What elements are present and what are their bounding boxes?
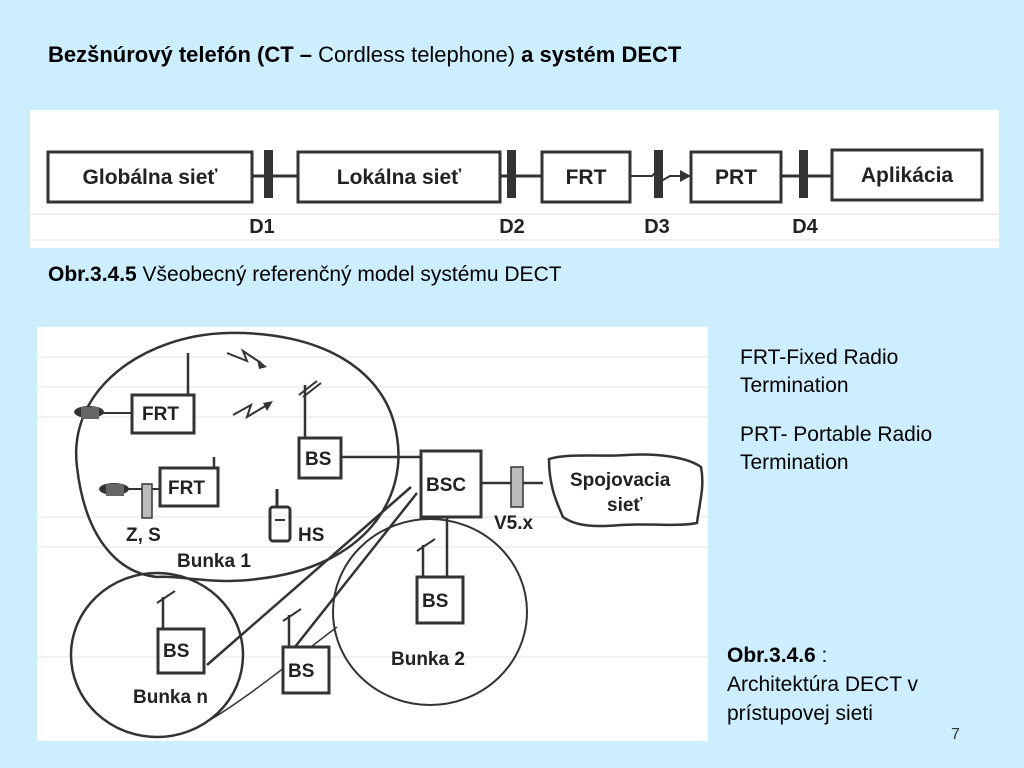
label-local-network: Lokálna sieť (337, 166, 462, 189)
cell-1-outline (74, 331, 400, 583)
architecture-figure: FRT FRT BS BSC Spojovacia sieť V5.x Z, S… (37, 327, 708, 741)
slide-title: Bezšnúrový telefón (CT – Cordless teleph… (48, 42, 681, 68)
label-bsc: BSC (426, 475, 466, 496)
label-application: Aplikácia (861, 164, 954, 187)
network-cloud (547, 453, 704, 528)
label-bunka1: Bunka 1 (177, 551, 251, 572)
legend-prt: PRT- Portable Radio Termination (740, 423, 933, 474)
label-bs-celln: BS (163, 641, 189, 662)
interface-bar-d1 (264, 150, 273, 198)
box-prt (689, 150, 783, 204)
label-bs-cell2: BS (422, 591, 448, 612)
label-d4: D4 (792, 216, 818, 238)
caption1-text: Všeobecný referenčný model systému DECT (136, 263, 562, 286)
label-bunka2: Bunka 2 (391, 649, 465, 670)
reference-model-figure: Globálna sieť Lokálna sieť FRT PRT Aplik… (30, 110, 999, 248)
page-number: 7 (951, 726, 960, 743)
caption1-label: Obr.3.4.5 (48, 263, 137, 286)
bs-box-cell1 (297, 436, 343, 480)
caption-figure2: Obr.3.4.6 : Architektúra DECT v prístupo… (727, 641, 997, 728)
label-prt: PRT (715, 166, 757, 189)
title-part3: a systém DECT (521, 42, 682, 67)
bs-box-extra (281, 645, 331, 695)
interface-bar-d2 (507, 150, 516, 198)
label-bunkan: Bunka n (133, 687, 208, 708)
label-frt2: FRT (168, 478, 205, 499)
label-d3: D3 (644, 216, 670, 238)
bs-box-celln (156, 627, 206, 675)
label-v5: V5.x (494, 513, 534, 534)
bsc-box (419, 449, 483, 519)
interface-bar-d3 (654, 150, 663, 198)
label-d2: D2 (499, 216, 525, 238)
box-application (830, 148, 984, 202)
bs-box-cell2 (415, 575, 465, 625)
title-part2: Cordless telephone) (318, 42, 522, 67)
cell-n-outline (69, 571, 245, 739)
label-zs: Z, S (126, 525, 161, 546)
title-part1: Bezšnúrový telefón (CT – (48, 42, 319, 67)
interface-bar-d4 (799, 150, 808, 198)
v5-element (510, 466, 524, 508)
handset-icon (268, 505, 292, 543)
caption2-sep: : (815, 644, 828, 667)
caption-figure1: Obr.3.4.5 Všeobecný referenčný model sys… (48, 263, 562, 287)
label-frt: FRT (566, 166, 607, 189)
label-network-line1: Spojovacia (570, 470, 671, 491)
zs-element (141, 483, 153, 519)
legend-frt: FRT-Fixed Radio Termination (740, 346, 899, 397)
label-bs-extra: BS (288, 661, 314, 682)
label-d1: D1 (249, 216, 275, 238)
label-network-line2: sieť (607, 495, 643, 516)
cell-2-outline (332, 518, 528, 706)
label-hs: HS (298, 525, 324, 546)
caption2-label: Obr.3.4.6 (727, 644, 816, 667)
label-global-network: Globálna sieť (83, 166, 219, 189)
caption2-text: Architektúra DECT v prístupovej sieti (727, 673, 918, 725)
label-bs-cell1: BS (305, 449, 331, 470)
label-frt1: FRT (142, 404, 179, 425)
